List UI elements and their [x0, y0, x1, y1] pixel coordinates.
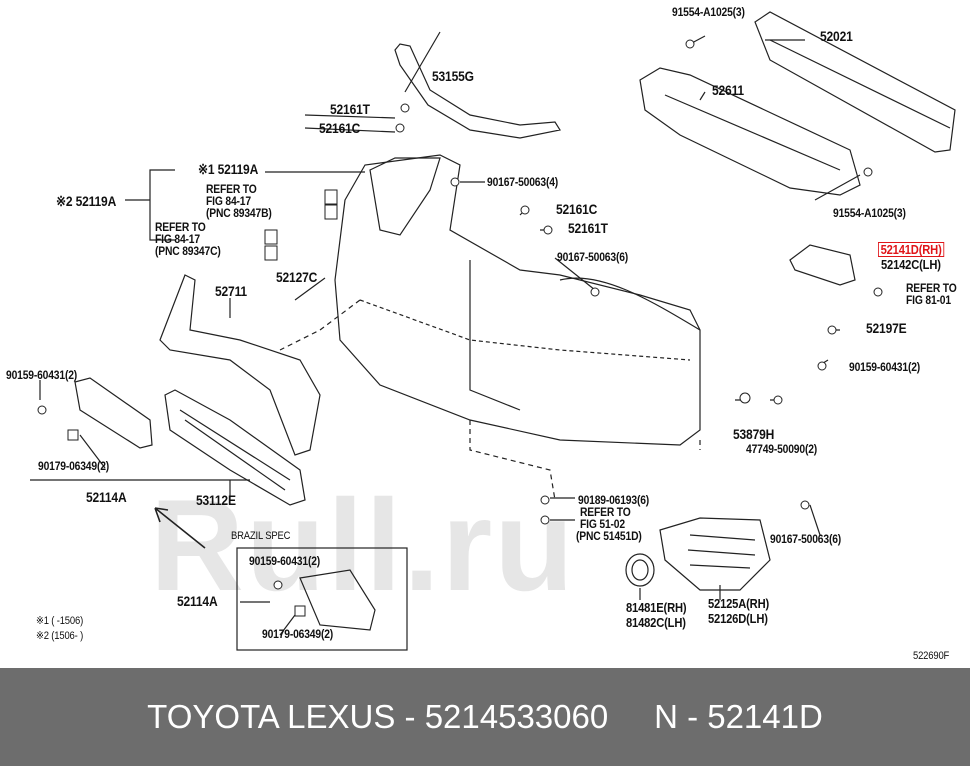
label-52161C-a: 52161C [319, 120, 361, 136]
energy-absorber [639, 67, 861, 196]
label-brazil-spec: BRAZIL SPEC [231, 530, 291, 542]
label-90189: 90189-06193(6) [578, 493, 650, 507]
label-90167-4: 90167-50063(4) [487, 175, 559, 189]
label-52126D: 52126D(LH) [708, 611, 768, 626]
label-53112E: 53112E [196, 492, 236, 508]
label-53879H: 53879H [733, 426, 775, 442]
note-1: ※1 ( -1506) [36, 615, 84, 627]
fog-bezel [625, 553, 655, 587]
fog-cover [659, 517, 771, 591]
label-90167-6a: 90167-50063(6) [557, 250, 629, 264]
label-52127C: 52127C [276, 269, 318, 285]
grille-surround [159, 274, 321, 456]
label-53155G: 53155G [432, 68, 474, 84]
refer4-line1: REFER TO [580, 505, 631, 519]
label-81482C: 81482C(LH) [626, 615, 686, 630]
refer1-line1: REFER TO [206, 182, 257, 196]
label-52125A: 52125A(RH) [708, 596, 770, 611]
refer2-line3: (PNC 89347C) [155, 244, 221, 258]
label-52141D-highlighted[interactable]: 52141D(RH) [878, 242, 945, 257]
label-91554-bottom: 91554-A1025(3) [833, 206, 906, 220]
front-arrow [154, 507, 206, 549]
label-52114A-a: 52114A [86, 489, 127, 505]
license-bracket [74, 377, 153, 449]
refer2-line2: FIG 84-17 [155, 232, 200, 246]
diagram-code: 522690F [913, 650, 950, 662]
refer3-line2: FIG 81-01 [906, 293, 951, 307]
label-52119A-1: ※1 52119A [198, 161, 259, 177]
watermark: Rull.ru [150, 472, 576, 618]
label-52021: 52021 [820, 28, 853, 44]
label-90179-2a: 90179-06349(2) [38, 459, 110, 473]
label-52161C-b: 52161C [556, 201, 598, 217]
label-90159-2a: 90159-60431(2) [849, 360, 921, 374]
label-90159-2c: 90159-60431(2) [249, 554, 321, 568]
label-47749: 47749-50090(2) [746, 442, 818, 456]
refer1-line2: FIG 84-17 [206, 194, 251, 208]
refer4-line3: (PNC 51451D) [576, 529, 642, 543]
parts-diagram: Rull.ru [6, 5, 957, 662]
refer2-line1: REFER TO [155, 220, 206, 234]
bumper-cover [334, 154, 701, 446]
note-2: ※2 (1506- ) [36, 630, 84, 642]
label-52611: 52611 [712, 82, 744, 98]
label-52197E: 52197E [866, 320, 907, 336]
refer3-line1: REFER TO [906, 281, 957, 295]
label-52142C: 52142C(LH) [881, 257, 941, 272]
refer1-line3: (PNC 89347B) [206, 206, 272, 220]
label-52119A-2: ※2 52119A [56, 193, 117, 209]
label-52161T-b: 52161T [568, 220, 608, 236]
label-52161T-a: 52161T [330, 101, 370, 117]
grille-upper-frame [369, 157, 441, 236]
footer-part-number: TOYOTA LEXUS - 5214533060 N - 52141D [147, 698, 823, 735]
lower-grille [164, 389, 306, 506]
label-52114A-b: 52114A [177, 593, 218, 609]
refer4-line2: FIG 51-02 [580, 517, 625, 531]
footer-bar: TOYOTA LEXUS - 5214533060 N - 52141D [0, 668, 970, 766]
label-91554-top: 91554-A1025(3) [672, 5, 745, 19]
brazil-spec-box [236, 547, 408, 651]
reinforcement-beam [754, 11, 956, 153]
label-90159-2b: 90159-60431(2) [6, 368, 78, 382]
label-52711: 52711 [215, 283, 247, 299]
side-bracket [789, 244, 856, 286]
bumper-molding [394, 43, 561, 139]
label-90179-2b: 90179-06349(2) [262, 627, 334, 641]
diagram-drawing [30, 11, 956, 651]
label-90167-6b: 90167-50063(6) [770, 532, 842, 546]
label-81481E: 81481E(RH) [626, 600, 687, 615]
